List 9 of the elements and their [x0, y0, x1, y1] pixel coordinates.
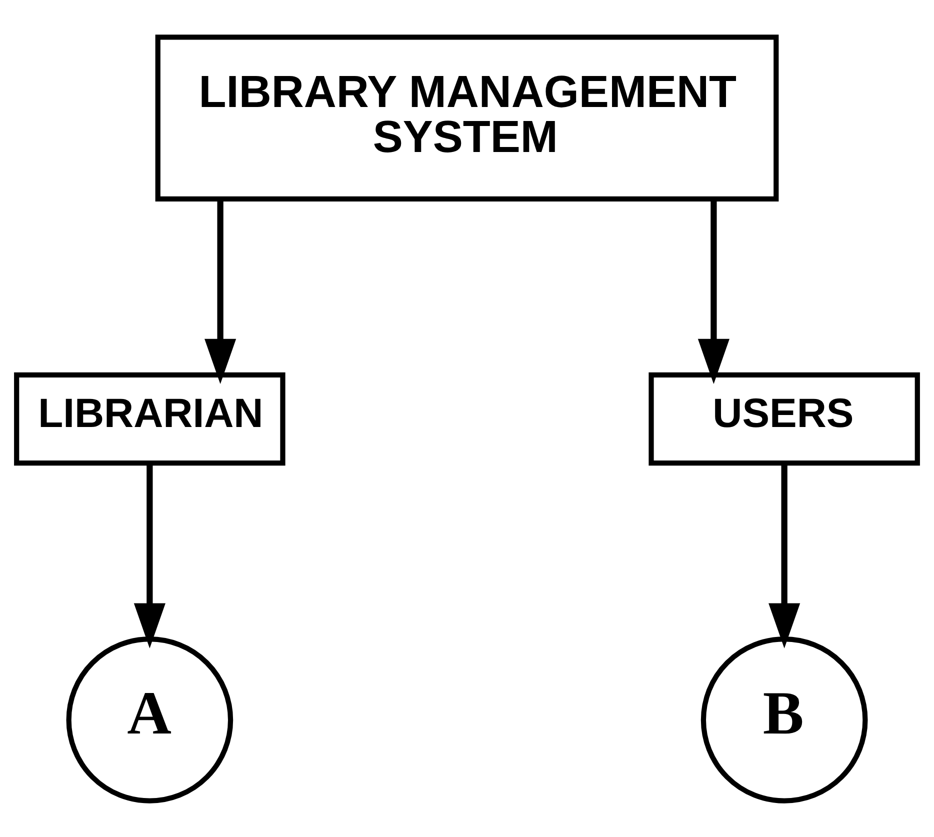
arrow [134, 462, 166, 648]
node-box: LIBRARIAN [14, 372, 286, 466]
node-box: LIBRARY MANAGEMENT SYSTEM [155, 34, 779, 201]
node-circle: A [66, 636, 234, 803]
arrow [768, 462, 800, 648]
node-circle: B [700, 636, 868, 803]
arrow [698, 199, 730, 384]
arrow [204, 199, 236, 384]
node-box: USERS [648, 372, 920, 466]
